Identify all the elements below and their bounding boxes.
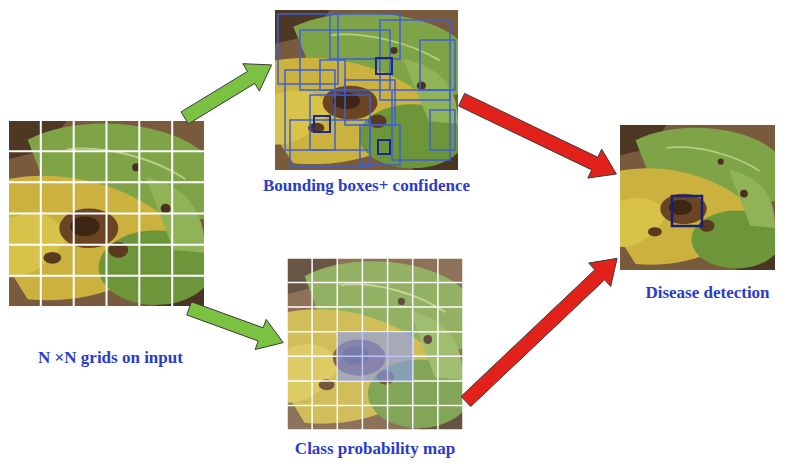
class-probability-image — [287, 258, 470, 430]
caption: Bounding boxes+ confidence — [263, 176, 470, 196]
caption: N ×N grids on input — [38, 348, 183, 368]
image-panel: Disease detection — [620, 125, 775, 270]
block-arrow — [461, 258, 617, 406]
bounding-box-image — [275, 10, 465, 170]
block-arrow — [459, 93, 617, 178]
block-arrow — [187, 302, 284, 350]
input-image — [8, 120, 213, 307]
image-panel: N ×N grids on input — [8, 120, 205, 307]
caption: Class probability map — [295, 439, 455, 459]
image-panel: Class probability map — [287, 258, 463, 430]
block-arrow — [181, 64, 272, 124]
image-panel: Bounding boxes+ confidence — [275, 10, 458, 170]
detection-image — [620, 125, 781, 270]
caption: Disease detection — [645, 283, 769, 303]
